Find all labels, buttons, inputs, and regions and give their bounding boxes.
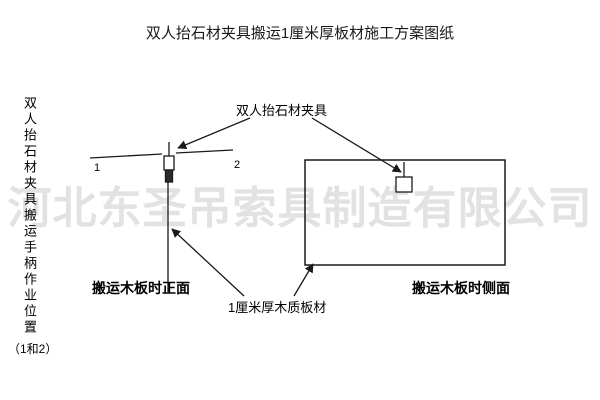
clamp-label: 双人抬石材夹具 — [236, 103, 328, 118]
handle-positions-vertical-label: 双人抬石材夹具搬运手柄作业位置 — [22, 96, 37, 336]
front-view-caption: 搬运木板时正面 — [92, 280, 190, 296]
arrow-board-to-front-view — [171, 228, 245, 297]
front-view-handle-line-right — [175, 149, 234, 154]
handle-position-1-label: 1 — [94, 162, 101, 174]
handle-position-2-label: 2 — [234, 159, 241, 171]
arrow-clamp-to-front-view — [177, 117, 251, 150]
side-view-board-rect — [304, 159, 506, 266]
side-view-caption: 搬运木板时侧面 — [412, 280, 510, 296]
clamp-front-view-icon — [163, 142, 175, 183]
handle-positions-suffix-label: （1和2） — [8, 342, 58, 356]
arrow-board-to-side-view — [293, 263, 314, 297]
arrow-clamp-to-side-view — [311, 117, 402, 173]
clamp-side-view-icon — [395, 162, 413, 193]
watermark-text: 河北东圣吊索具制造有限公司 — [7, 184, 593, 233]
front-view-handle-line-left — [89, 153, 163, 159]
page-title: 双人抬石材夹具搬运1厘米厚板材施工方案图纸 — [145, 25, 455, 42]
board-thickness-label: 1厘米厚木质板材 — [228, 300, 327, 315]
